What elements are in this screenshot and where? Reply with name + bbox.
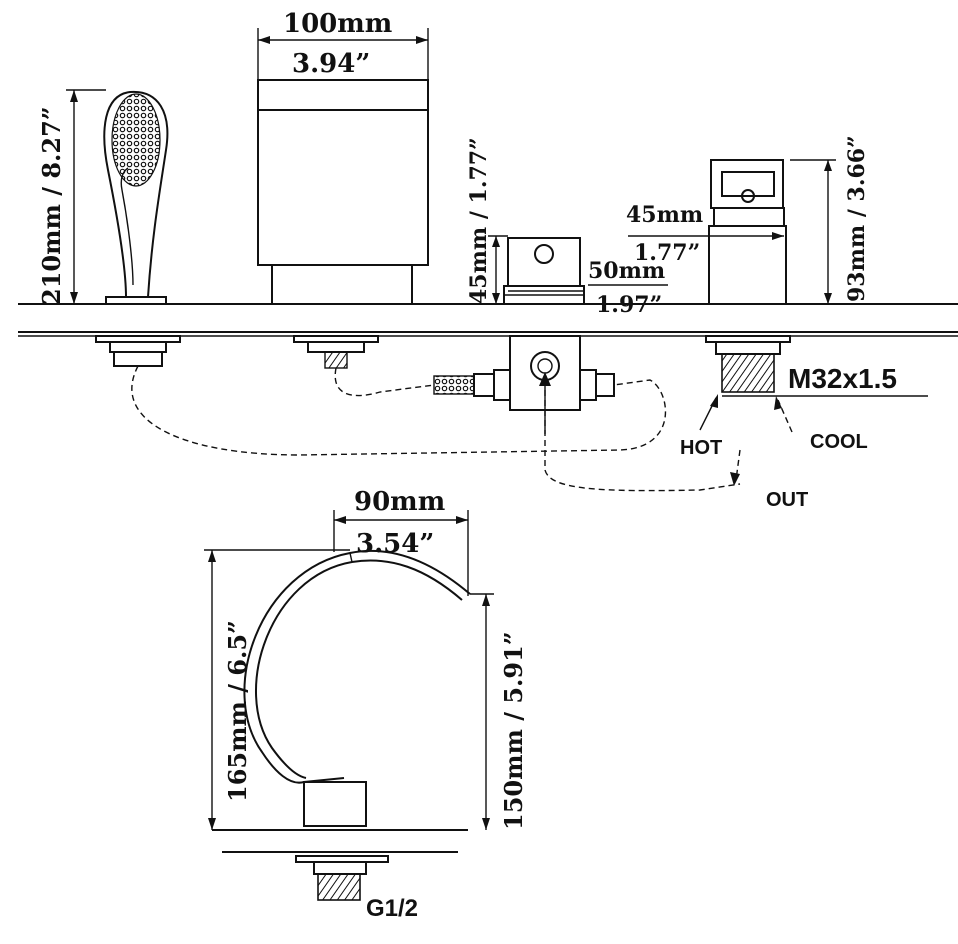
- arc-total-height-label: 165mm / 6.5”: [223, 620, 252, 802]
- valve-mount: [705, 335, 791, 393]
- valve-width-dimension: 45mm 1.77”: [626, 202, 784, 266]
- thread-main-label: M32x1.5: [788, 363, 897, 394]
- arc-spout-height-dimension: 150mm / 5.91”: [470, 593, 528, 830]
- handshower-mount: [95, 335, 181, 367]
- outlet-hose: [544, 380, 741, 492]
- out-arrow: OUT: [730, 449, 808, 511]
- spout-hose: [334, 367, 435, 397]
- spout-width-dimension: 100mm 3.94”: [257, 9, 429, 80]
- arc-spout-height-label: 150mm / 5.91”: [499, 631, 528, 830]
- handshower-hose: [131, 365, 667, 456]
- spout-mount: [293, 335, 379, 369]
- small-handle-height-label: 45mm / 1.77”: [466, 137, 492, 304]
- spout-width-mm-label: 100mm: [283, 9, 392, 39]
- small-diverter-handle: [503, 237, 585, 305]
- valve-height-label: 93mm / 3.66”: [844, 135, 870, 302]
- diverter-arrow-head: [539, 372, 551, 386]
- small-handle-width-in-label: 1.97”: [596, 292, 662, 318]
- hot-label: HOT: [680, 437, 722, 459]
- arc-width-in-label: 3.54”: [356, 529, 434, 559]
- arc-width-mm-label: 90mm: [354, 487, 445, 517]
- arc-spout: [243, 549, 471, 827]
- arc-width-dimension: 90mm 3.54”: [333, 487, 469, 596]
- out-label: OUT: [766, 489, 808, 511]
- handshower-height-dimension: 210mm / 8.27”: [37, 89, 106, 305]
- hand-shower: [103, 90, 169, 305]
- handshower-height-label: 210mm / 8.27”: [37, 106, 66, 305]
- square-spout-block: [257, 79, 429, 305]
- cool-label: COOL: [810, 431, 868, 453]
- thread-main-dimension: M32x1.5: [722, 363, 928, 397]
- arc-mount: [295, 855, 389, 901]
- cool-inlet-arrow: COOL: [774, 396, 868, 453]
- thread-bottom-label: G1/2: [366, 895, 418, 922]
- small-handle-height-dimension: 45mm / 1.77”: [466, 137, 508, 304]
- mixer-valve-handle: [708, 159, 787, 305]
- small-handle-width-mm-label: 50mm: [588, 258, 665, 284]
- diverter-body: [433, 335, 615, 411]
- small-handle-width-dimension: 50mm 1.97”: [508, 258, 668, 318]
- hot-inlet-arrow: HOT: [680, 394, 722, 459]
- valve-width-mm-label: 45mm: [626, 202, 703, 228]
- valve-height-dimension: 93mm / 3.66”: [790, 135, 870, 304]
- spout-width-in-label: 3.94”: [292, 49, 370, 79]
- arc-total-height-dimension: 165mm / 6.5”: [204, 549, 350, 830]
- valve-width-in-label: 1.77”: [634, 240, 700, 266]
